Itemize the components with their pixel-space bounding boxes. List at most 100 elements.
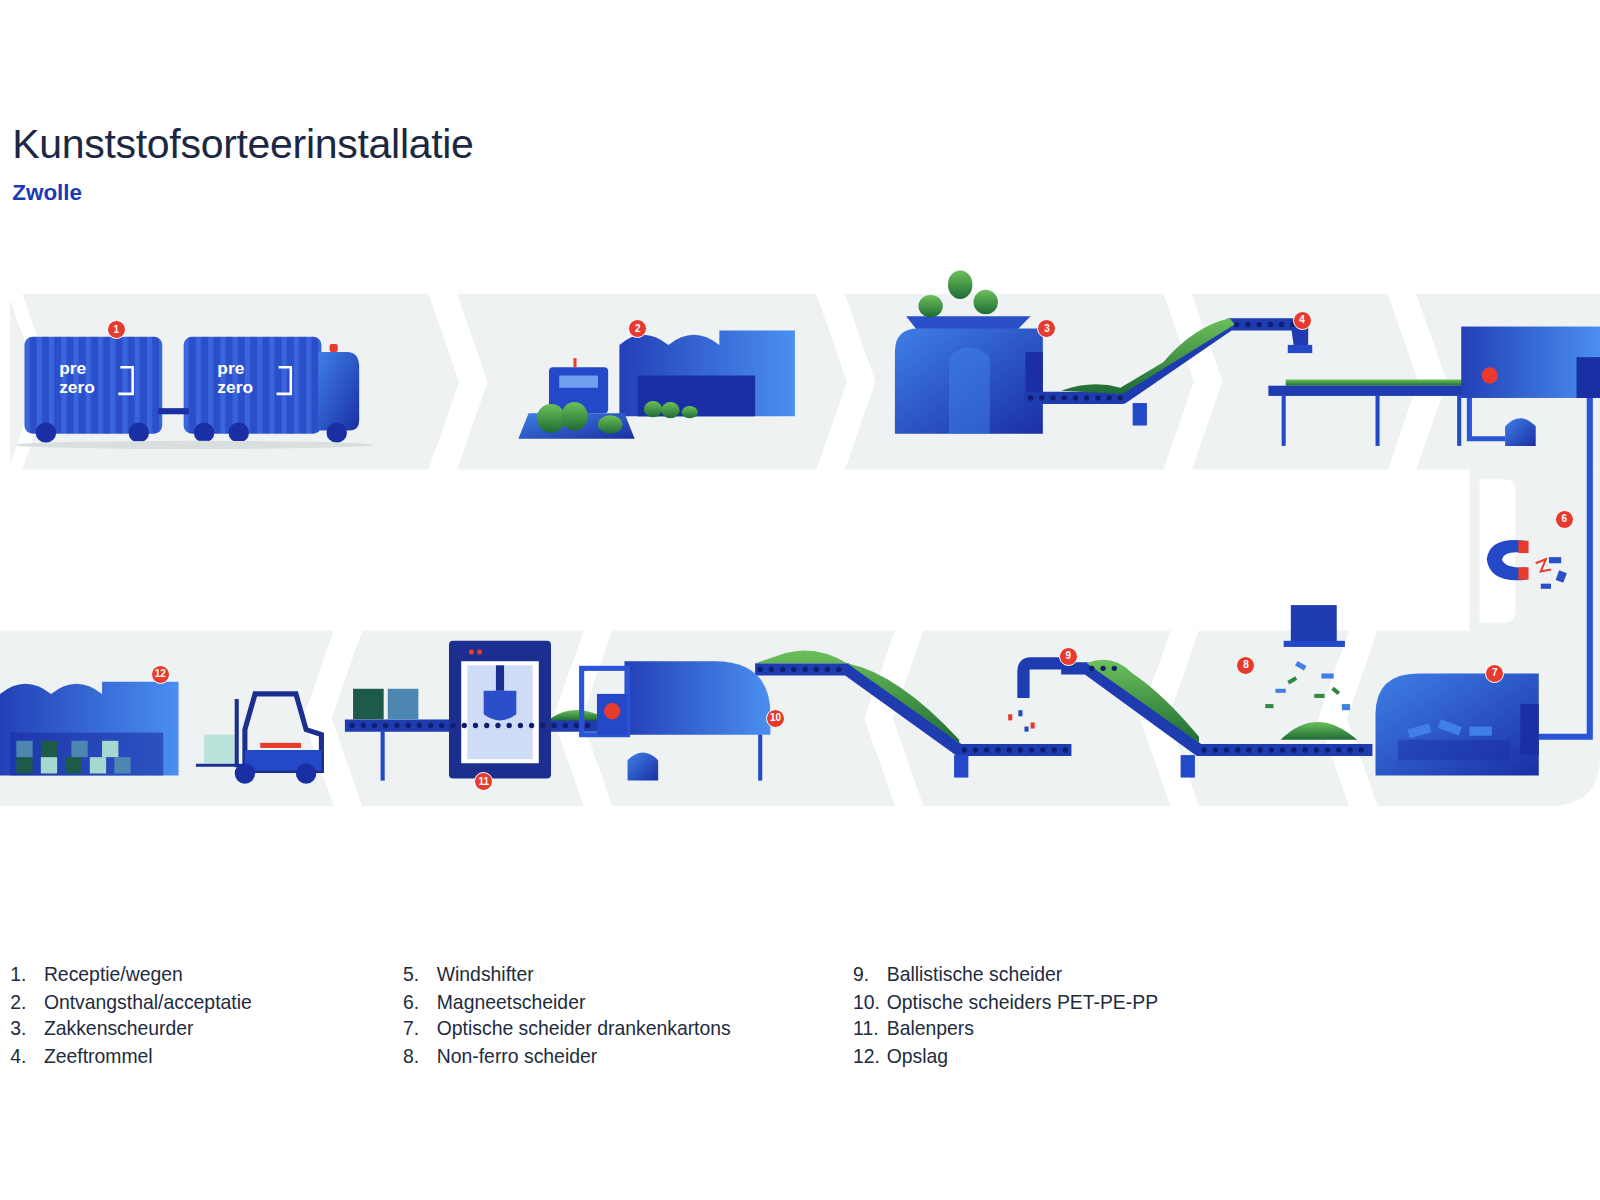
storage-hall-part-part bbox=[71, 741, 87, 757]
windshifter-part bbox=[1469, 398, 1505, 439]
non-ferro-separator-part-part bbox=[1276, 689, 1286, 693]
belt-rollers-part bbox=[1084, 395, 1089, 400]
callout-number: 7 bbox=[1485, 664, 1504, 683]
reception-hall-part-part bbox=[537, 404, 566, 433]
non-ferro-separator-part-part bbox=[1314, 694, 1324, 698]
belt-rollers-part bbox=[780, 667, 785, 672]
flow-band-part bbox=[10, 294, 1600, 470]
logo-text: zero bbox=[217, 378, 253, 398]
bag-opener-part bbox=[918, 270, 998, 317]
logo-text: zero bbox=[59, 378, 95, 398]
belt-rollers-part bbox=[406, 723, 411, 728]
truck-part-part bbox=[327, 422, 347, 442]
belt-rollers-part bbox=[791, 667, 796, 672]
conveyor-belt-part bbox=[1026, 324, 1302, 397]
belt-rollers-part bbox=[585, 723, 590, 728]
diagram-title: Kunststofsorteerinstallatie bbox=[12, 122, 473, 167]
truck-part-part bbox=[129, 422, 149, 442]
storage-hall-part bbox=[16, 741, 130, 774]
forklift-part bbox=[235, 699, 239, 767]
reception-hall-part bbox=[559, 376, 598, 388]
belt-rollers-part bbox=[574, 723, 579, 728]
belt-rollers-part bbox=[394, 723, 399, 728]
belt-rollers-part bbox=[1018, 747, 1023, 752]
belt-rollers-part bbox=[1029, 747, 1034, 752]
belt-rollers-part bbox=[383, 723, 388, 728]
non-ferro-separator-part bbox=[1284, 641, 1345, 647]
legend-number: 8. bbox=[403, 1045, 419, 1067]
ballistic-separator-part-part bbox=[1031, 722, 1035, 728]
bag-opener-part bbox=[895, 329, 1043, 434]
reception-hall-part-part bbox=[598, 415, 622, 433]
truck-part-part bbox=[36, 422, 56, 442]
non-ferro-separator-part-part bbox=[1295, 661, 1306, 671]
belt-rollers-part bbox=[1118, 395, 1123, 400]
magnet-part bbox=[1518, 541, 1528, 553]
optical-sorter-cartons-part-part bbox=[1438, 719, 1462, 735]
belt-rollers-part bbox=[1039, 395, 1044, 400]
windshifter-part bbox=[1577, 357, 1600, 398]
forklift-part bbox=[196, 764, 241, 767]
callout-number: 2 bbox=[628, 319, 647, 338]
legend-text: Opslag bbox=[887, 1045, 948, 1067]
ballistic-separator-part bbox=[1018, 710, 1028, 731]
belt-rollers-part bbox=[1089, 666, 1094, 671]
bag-opener-part bbox=[949, 347, 990, 434]
truck bbox=[15, 337, 372, 449]
callout-text: 11 bbox=[478, 777, 489, 787]
callout-text: 3 bbox=[1044, 324, 1050, 334]
callout-text: 7 bbox=[1492, 668, 1498, 678]
belt-rollers-part bbox=[1257, 322, 1262, 327]
baler-part bbox=[496, 665, 504, 691]
belt-rollers-part bbox=[836, 667, 841, 672]
logo-text: pre bbox=[59, 359, 86, 379]
chevron-divider-part bbox=[816, 294, 875, 470]
baler-part bbox=[477, 649, 482, 654]
forklift-part bbox=[204, 735, 235, 764]
belt-rollers-part bbox=[563, 723, 568, 728]
baler-part bbox=[467, 665, 532, 759]
optical-sorter-cartons-part bbox=[1520, 704, 1538, 755]
legend-text: Ballistische scheider bbox=[887, 963, 1063, 985]
truck-part-part bbox=[194, 422, 214, 442]
non-ferro-separator-part bbox=[1281, 722, 1358, 740]
optical-sorter-cartons bbox=[1376, 673, 1539, 775]
belt-rollers-part bbox=[1051, 747, 1056, 752]
baler-part bbox=[353, 689, 384, 720]
non-ferro-separator bbox=[1265, 605, 1357, 740]
truck-part bbox=[24, 337, 162, 434]
optical-sorter-pet-pe-pp bbox=[383, 661, 771, 780]
belt-rollers-part bbox=[462, 723, 467, 728]
windshifter-part bbox=[1505, 418, 1536, 446]
belt-rollers-part bbox=[1234, 322, 1239, 327]
ballistic-separator-part bbox=[1008, 714, 1035, 728]
truck-part bbox=[36, 422, 347, 442]
belt-rollers-part bbox=[1268, 322, 1273, 327]
storage-hall-part bbox=[0, 682, 179, 776]
storage-hall-part-part bbox=[114, 757, 130, 773]
non-ferro-separator-part-part bbox=[1321, 673, 1333, 678]
callout-text: 12 bbox=[155, 669, 166, 679]
conveyor-belt-part bbox=[1061, 668, 1372, 750]
belt-rollers-part bbox=[507, 723, 512, 728]
belt-rollers-part bbox=[1246, 747, 1251, 752]
optical-sorter-cartons-part bbox=[1376, 673, 1539, 775]
belt-rollers-part bbox=[1235, 747, 1240, 752]
legend-text: Receptie/wegen bbox=[44, 963, 183, 985]
truck-part bbox=[330, 344, 338, 352]
non-ferro-separator-part-part bbox=[1287, 676, 1297, 684]
material-part bbox=[551, 710, 597, 720]
material-part bbox=[1286, 380, 1470, 386]
callout-number: 1 bbox=[107, 320, 126, 339]
belt-rollers-part bbox=[372, 723, 377, 728]
sieve-drum-part-part bbox=[1457, 396, 1461, 446]
subtitle: Zwolle bbox=[12, 180, 82, 206]
callout-number: 12 bbox=[151, 665, 170, 684]
magnet-part-part bbox=[1541, 584, 1551, 589]
belt-rollers-part bbox=[1224, 747, 1229, 752]
belt-rollers-part bbox=[1040, 747, 1045, 752]
storage-hall-part-part bbox=[102, 741, 118, 757]
non-ferro-separator-part-part bbox=[1265, 704, 1273, 708]
callout-text: 10 bbox=[770, 713, 781, 723]
